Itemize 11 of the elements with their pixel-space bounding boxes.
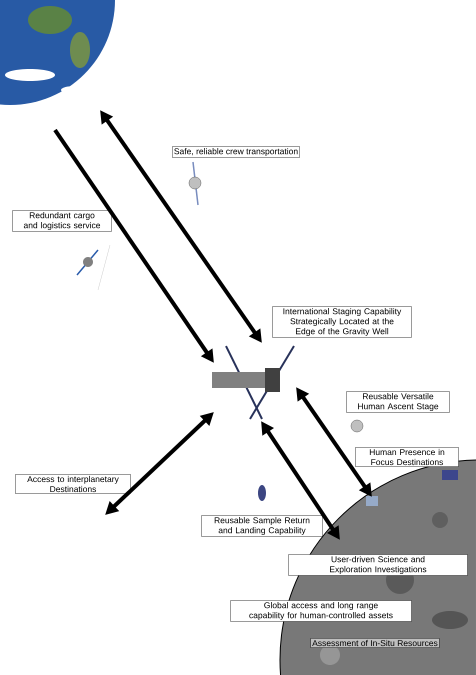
label-box: Reusable Sample Return and Landing Capability xyxy=(201,515,323,537)
label-box: Safe, reliable crew transportation xyxy=(172,146,300,158)
label-box: Assessment of In-Situ Resources xyxy=(310,638,440,648)
earth-drawing xyxy=(0,0,115,105)
label-box: Access to interplanetary Destinations xyxy=(15,474,131,494)
label-box: Global access and long range capability for human-controlled assets xyxy=(230,600,412,622)
label-box: International Staging Capability Strategically Located at the Edge of the Gravity Well xyxy=(272,306,412,338)
label-box: Redundant cargo and logistics service xyxy=(12,210,112,232)
label-box: Human Presence in Focus Destinations xyxy=(355,447,459,467)
label-box: Reusable Versatile Human Ascent Stage xyxy=(346,391,450,413)
space-station-drawing xyxy=(212,345,295,420)
